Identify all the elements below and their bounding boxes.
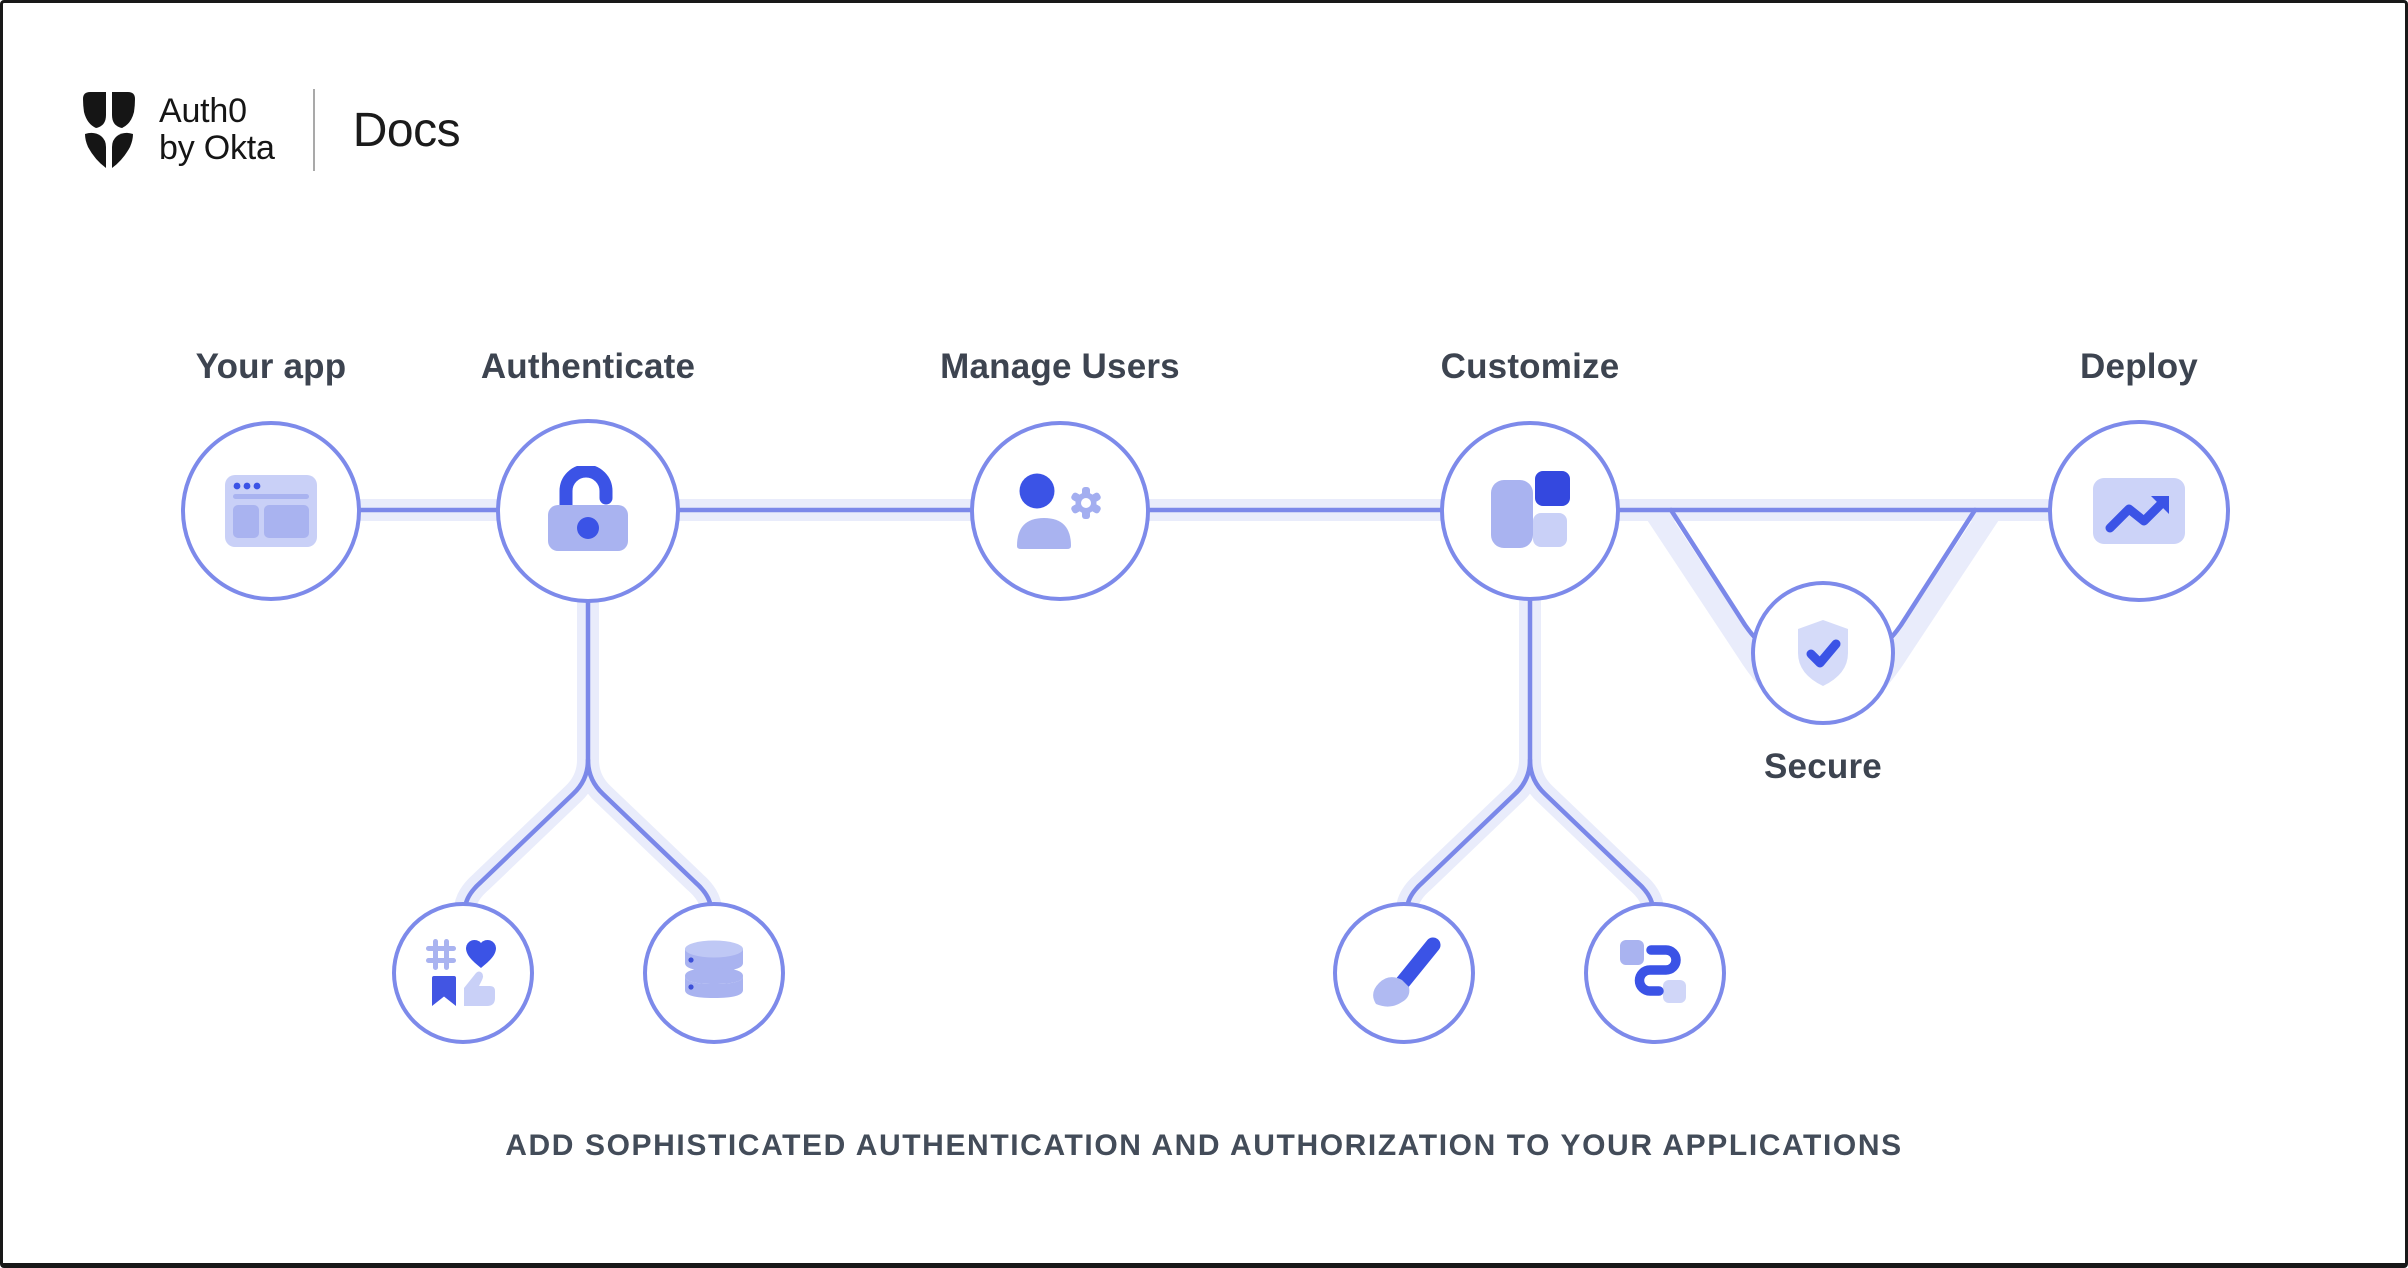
- flow-route-icon: [1620, 940, 1686, 1003]
- node-manage-users: [970, 421, 1150, 601]
- node-database: [643, 902, 785, 1044]
- node-flows: [1584, 902, 1726, 1044]
- shield-check-icon: [1798, 620, 1848, 686]
- header-divider: [312, 89, 315, 171]
- label-deploy: Deploy: [2080, 347, 2198, 386]
- node-authenticate: [496, 419, 680, 603]
- social-engagement-icon: [426, 939, 496, 1006]
- browser-window-icon: [225, 475, 317, 547]
- product-name: Docs: [352, 103, 461, 157]
- layout-blocks-icon: [1491, 471, 1570, 548]
- paintbrush-icon: [1373, 937, 1441, 1007]
- node-your-app: [181, 421, 361, 601]
- label-authenticate: Authenticate: [480, 347, 696, 386]
- tagline: ADD SOPHISTICATED AUTHENTICATION AND AUT…: [505, 1129, 1903, 1162]
- header: Auth0 by Okta Docs: [79, 87, 461, 173]
- node-social-connections: [392, 902, 534, 1044]
- node-deploy: [2048, 420, 2230, 602]
- database-icon: [685, 940, 743, 998]
- trending-up-icon: [2093, 478, 2185, 544]
- label-customize: Customize: [1440, 347, 1620, 386]
- node-branding: [1333, 902, 1475, 1044]
- node-secure: [1751, 581, 1895, 725]
- connector-lines: [260, 499, 2150, 949]
- brand-line2: by Okta: [159, 129, 275, 167]
- label-manage-users: Manage Users: [940, 347, 1180, 386]
- brand-wordmark: Auth0 by Okta: [159, 91, 275, 168]
- open-padlock-icon: [548, 466, 628, 551]
- label-your-app: Your app: [195, 347, 347, 386]
- user-gear-icon: [1017, 473, 1105, 549]
- node-customize: [1440, 421, 1620, 601]
- label-secure: Secure: [1764, 747, 1882, 786]
- auth0-shield-logo: [83, 92, 135, 168]
- brand-line1: Auth0: [159, 91, 247, 130]
